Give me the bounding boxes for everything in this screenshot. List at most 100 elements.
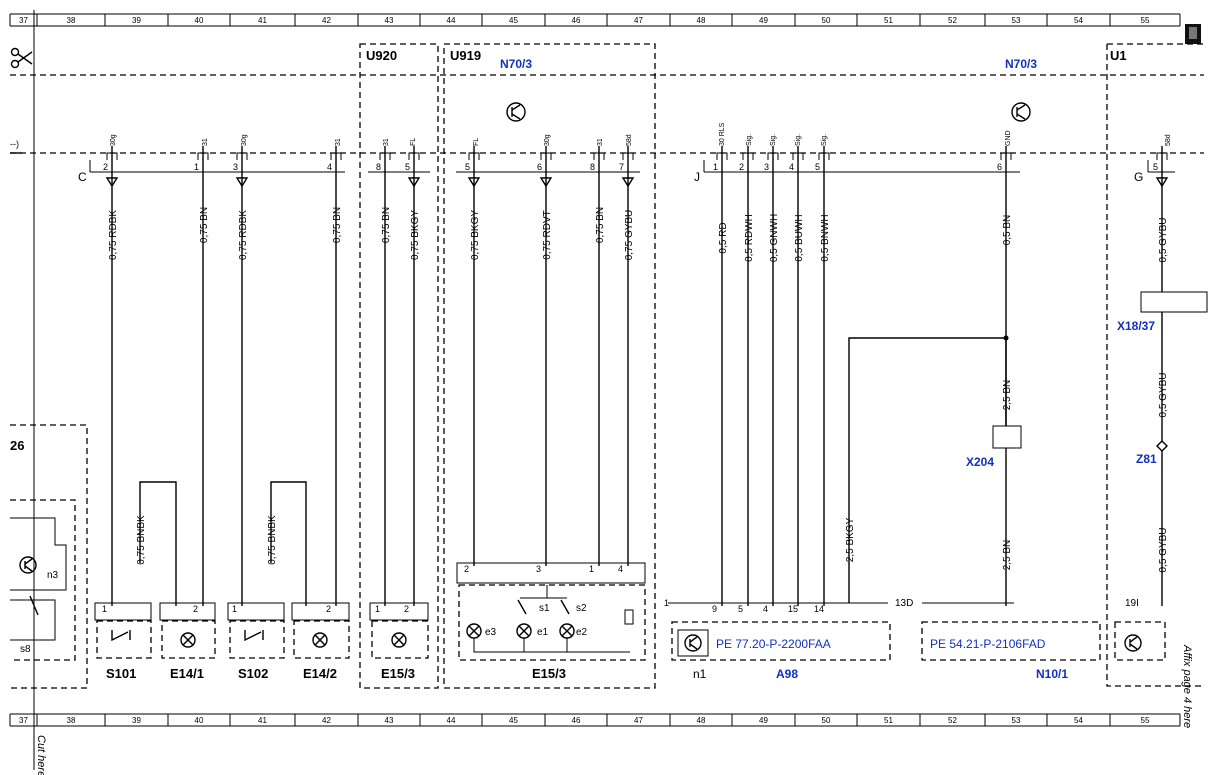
component-s102: S102	[238, 666, 268, 681]
column-number: 53	[1012, 716, 1021, 725]
component-a98-box	[671, 621, 891, 661]
transistor-icon	[1124, 634, 1142, 652]
svg-text:14: 14	[814, 604, 824, 614]
svg-text:s2: s2	[576, 603, 587, 614]
column-number: 51	[884, 716, 893, 725]
component-e15-3-a: E15/3	[381, 666, 415, 681]
svg-text:3: 3	[233, 162, 238, 172]
transistor-icon	[19, 556, 37, 574]
svg-text:1: 1	[194, 162, 199, 172]
svg-text:5: 5	[738, 604, 743, 614]
n70-3-label-right: N70/3	[1005, 57, 1037, 71]
column-number: 49	[759, 16, 768, 25]
group-u1	[1106, 43, 1204, 687]
svg-text:Sig.: Sig.	[821, 134, 828, 146]
wire-label: 2,5 BN	[1002, 540, 1013, 571]
wire-label: 0,5 GYBU	[1158, 372, 1169, 417]
wire-label: 2,5 BN	[1002, 380, 1013, 411]
svg-text:4: 4	[327, 162, 332, 172]
svg-text:1: 1	[232, 604, 237, 614]
column-number: 42	[322, 716, 331, 725]
column-number: 48	[697, 16, 706, 25]
column-number: 55	[1141, 16, 1150, 25]
wire-label: 0,75 BNBK	[136, 515, 147, 565]
column-number: 53	[1012, 16, 1021, 25]
affix-note: Affix page 4 here	[1181, 644, 1193, 728]
transistor-icon	[506, 102, 526, 122]
column-number: 45	[509, 716, 518, 725]
column-number: 42	[322, 16, 331, 25]
ref-pe-77-20[interactable]: PE 77.20-P-2200FAA	[716, 637, 831, 651]
wire-label: 0,75 GYBU	[624, 210, 635, 261]
lamp-icon	[180, 623, 575, 648]
column-number: 37	[19, 716, 28, 725]
group-u919	[443, 43, 656, 689]
column-number: 52	[948, 716, 957, 725]
svg-text:2: 2	[464, 564, 469, 574]
svg-text:19I: 19I	[1125, 598, 1139, 609]
svg-text:2: 2	[103, 162, 108, 172]
column-number: 38	[67, 716, 76, 725]
svg-text:1: 1	[102, 604, 107, 614]
ruler-ticks	[9, 14, 1181, 726]
svg-text:4: 4	[618, 564, 623, 574]
svg-text:31: 31	[383, 138, 390, 146]
svg-text:n1: n1	[693, 667, 707, 681]
svg-text:30g: 30g	[544, 134, 551, 146]
column-number: 43	[385, 716, 394, 725]
column-number: 38	[67, 16, 76, 25]
svg-text:8: 8	[376, 162, 381, 172]
svg-text:31: 31	[202, 138, 209, 146]
svg-text:5: 5	[815, 162, 820, 172]
wire-label: 0,75 BN	[332, 207, 343, 243]
wire-label: 0,5 GYBU	[1158, 217, 1169, 262]
svg-text:5: 5	[1153, 162, 1158, 172]
svg-text:30g: 30g	[110, 134, 117, 146]
wire-label: 0,75 RDVT	[542, 210, 553, 259]
svg-text:X18/37: X18/37	[1117, 319, 1155, 333]
svg-text:2: 2	[326, 604, 331, 614]
scissors-icon	[10, 47, 33, 69]
svg-text:1: 1	[713, 162, 718, 172]
column-number: 47	[634, 16, 643, 25]
z81-label: Z81	[1136, 452, 1157, 466]
svg-text:3: 3	[536, 564, 541, 574]
group-26-label: 26	[10, 438, 24, 453]
connector-c-label: C	[78, 170, 87, 184]
column-number: 39	[132, 16, 141, 25]
component-n10-1: N10/1	[1036, 667, 1068, 681]
wire-label: 0,5 BN	[1002, 215, 1013, 246]
column-number: 44	[447, 716, 456, 725]
ref-pe-54-21[interactable]: PE 54.21-P-2106FAD	[930, 637, 1046, 651]
ruler-labels: 3737383839394040414142424343444445454646…	[19, 16, 1150, 725]
svg-text:4: 4	[789, 162, 794, 172]
wire-label: 0,75 BKGY	[410, 210, 421, 260]
svg-text:e3: e3	[485, 627, 497, 638]
component-a98: A98	[776, 667, 798, 681]
column-number: 44	[447, 16, 456, 25]
column-number: 45	[509, 16, 518, 25]
column-number: 40	[195, 16, 204, 25]
n70-3-label-left: N70/3	[500, 57, 532, 71]
component-boxes	[94, 562, 646, 661]
wire-label: 0,75 BN	[199, 207, 210, 243]
wire-label: 0,75 BN	[595, 207, 606, 243]
svg-text:s1: s1	[539, 603, 550, 614]
svg-text:9: 9	[712, 604, 717, 614]
svg-text:e1: e1	[537, 627, 549, 638]
column-number: 47	[634, 716, 643, 725]
svg-text:1: 1	[375, 604, 380, 614]
column-number: 46	[572, 16, 581, 25]
wire-label: 0,75 BN	[381, 207, 392, 243]
switch-icon	[29, 595, 39, 616]
svg-text:1: 1	[589, 564, 594, 574]
svg-text:2: 2	[739, 162, 744, 172]
svg-text:n3: n3	[47, 570, 59, 581]
column-number: 54	[1074, 16, 1083, 25]
wire-label: 0,5 GNWH	[769, 214, 780, 262]
column-number: 52	[948, 16, 957, 25]
svg-text:58d: 58d	[1165, 134, 1172, 146]
wire-label: 0,75 RDBK	[238, 210, 249, 260]
